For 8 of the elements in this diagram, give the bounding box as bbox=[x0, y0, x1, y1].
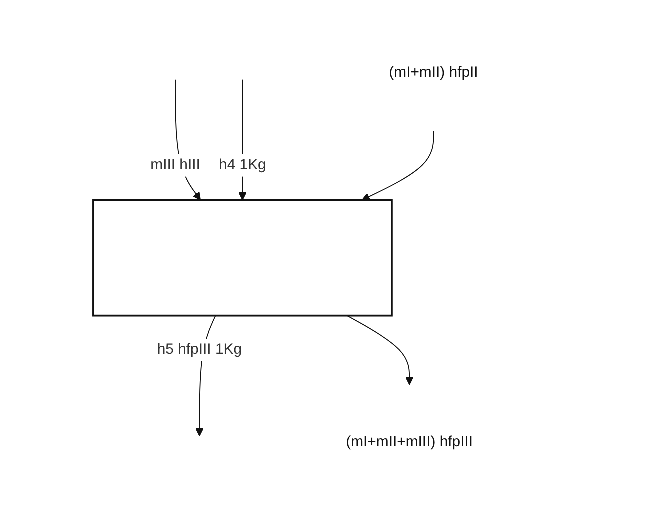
node-box bbox=[93, 199, 394, 317]
arrow bbox=[347, 315, 414, 386]
edge-label: mIII hIII bbox=[151, 157, 201, 174]
edge-label: h4 1Kg bbox=[220, 157, 267, 174]
arrow bbox=[362, 130, 435, 201]
node-text: (mI+mII) hfpII bbox=[390, 64, 479, 81]
edge-label: h5 hfpIII 1Kg bbox=[158, 342, 242, 358]
node-text: (mI+mII+mIII) hfpIII bbox=[346, 434, 474, 450]
